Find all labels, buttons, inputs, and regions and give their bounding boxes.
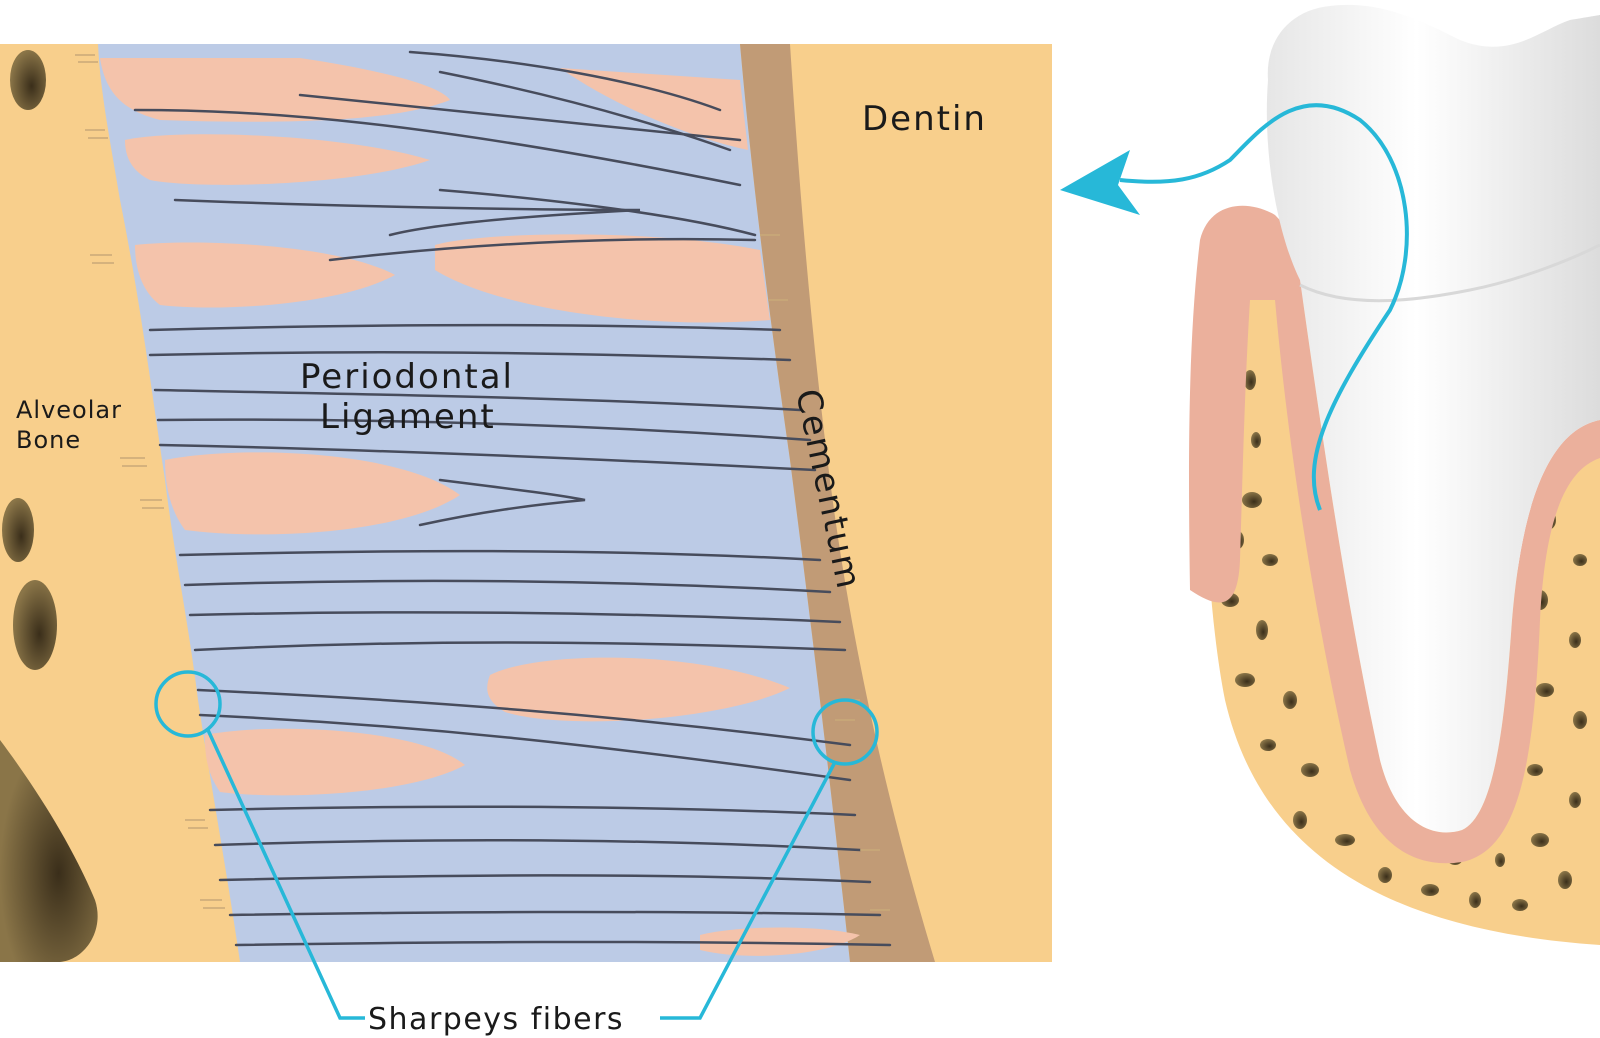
texture-dashes: [75, 54, 890, 911]
sharpeys-circle-bone: [154, 670, 222, 738]
pdl-label-line1: Periodontal: [300, 357, 514, 397]
alveolar-bone-label-line1: Alveolar: [16, 396, 122, 424]
root-lining: [1275, 280, 1600, 864]
zoom-pointer-arrowhead: [1060, 150, 1140, 215]
ligament-cells: [100, 58, 860, 956]
cementum-layer: [740, 44, 935, 962]
tooth-illustration: [1189, 4, 1600, 945]
zoom-pointer: [1060, 103, 1409, 511]
zoom-pointer-line: [1119, 103, 1409, 511]
alveolar-bone-label-line2: Bone: [16, 426, 81, 454]
sharpeys-leader-left: [206, 729, 365, 1020]
sharpeys-fibers-label: Sharpeys fibers: [368, 1002, 624, 1037]
sharpeys-callouts: [154, 670, 879, 1020]
bone-pores: [0, 50, 98, 962]
sharpeys-circle-cementum: [811, 698, 879, 766]
sharpeys-leader-right: [660, 761, 837, 1020]
tooth-body: [1266, 4, 1600, 833]
gingiva: [1189, 205, 1318, 603]
dentin-label: Dentin: [862, 99, 987, 139]
crown-edge: [1299, 243, 1600, 303]
tissue-panel: Dentin Periodontal Ligament Alveolar Bon…: [0, 44, 1052, 962]
collagen-fibers: [133, 50, 892, 947]
pdl-label-line2: Ligament: [320, 397, 496, 437]
